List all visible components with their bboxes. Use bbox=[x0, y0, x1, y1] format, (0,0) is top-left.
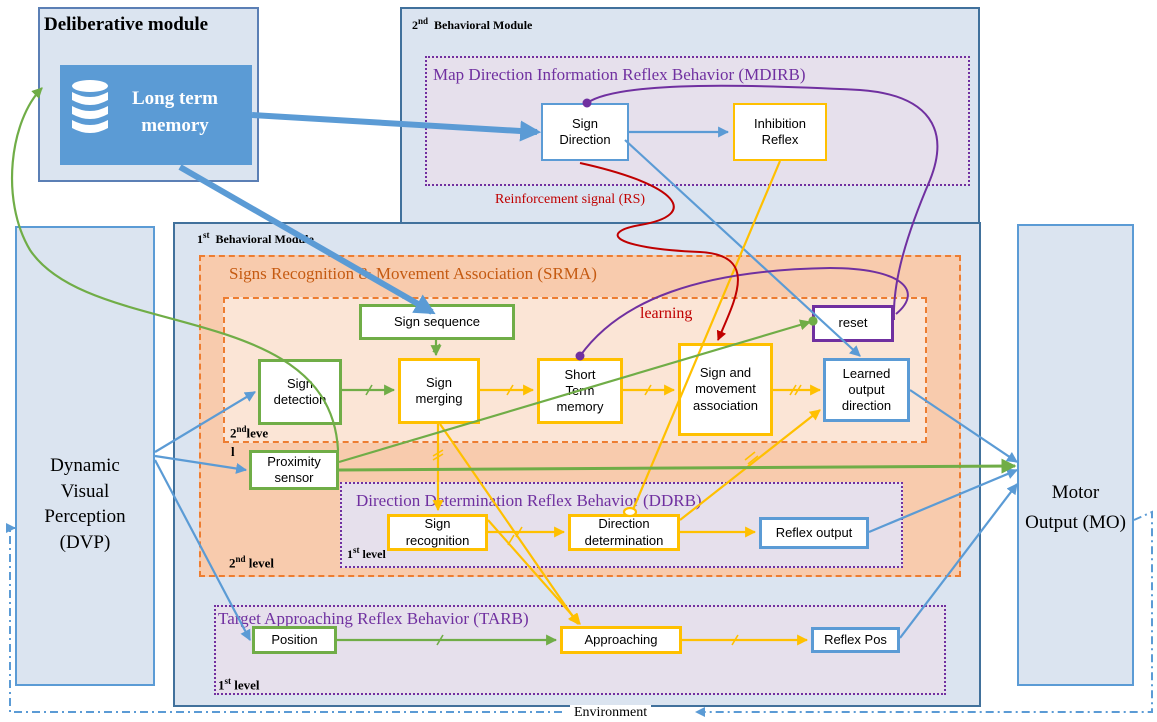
blue-links bbox=[154, 126, 1019, 641]
mdirb-group bbox=[425, 56, 970, 186]
learning-label: learning bbox=[640, 305, 693, 322]
dvp-label: Dynamic Visual Perception (DVP) bbox=[44, 455, 126, 553]
long-term-memory-label: Long term memory bbox=[131, 88, 218, 136]
reflex-pos-node: Reflex Pos bbox=[811, 627, 900, 653]
green-links bbox=[10, 87, 1017, 646]
reinforcement-link bbox=[579, 162, 739, 341]
memory-links bbox=[178, 112, 542, 315]
level-label-2nd-inner-l: l bbox=[231, 444, 235, 459]
sign-movement-association-node: Sign and movement association bbox=[678, 343, 773, 436]
learned-output-direction-node: Learned output direction bbox=[823, 358, 910, 422]
srma-title: Signs Recognition & Movement Association… bbox=[229, 264, 597, 283]
level-label-1st-ddrb: 1st level bbox=[347, 545, 386, 561]
reinforcement-signal-label: Reinforcement signal (RS) bbox=[495, 192, 646, 207]
mdirb-title: Map Direction Information Reflex Behavio… bbox=[433, 65, 806, 84]
inhibition-reflex-node: Inhibition Reflex bbox=[733, 103, 827, 161]
reflex-output-node: Reflex output bbox=[759, 517, 869, 549]
level-label-2nd-inner: 2ndleve bbox=[230, 424, 269, 441]
position-node: Position bbox=[252, 626, 337, 654]
mo-block bbox=[1017, 224, 1134, 686]
database-icon bbox=[72, 80, 108, 133]
sign-merging-node: Sign merging bbox=[398, 358, 480, 424]
environment-label: Environment bbox=[570, 705, 652, 721]
deliberative-module-title: Deliberative module bbox=[44, 14, 209, 35]
proximity-sensor-node: Proximity sensor bbox=[249, 450, 339, 490]
sign-sequence-node: Sign sequence bbox=[359, 304, 515, 340]
mo-label: Motor Output (MO) bbox=[1025, 482, 1126, 534]
direction-determination-node: Direction determination bbox=[568, 514, 680, 551]
approaching-node: Approaching bbox=[560, 626, 682, 654]
sign-recognition-node: Sign recognition bbox=[387, 514, 488, 551]
sign-direction-node: Sign Direction bbox=[541, 103, 629, 161]
behavioral-module-2-title: 2nd Behavioral Module bbox=[412, 16, 533, 32]
yellow-links bbox=[432, 160, 822, 646]
environment-feedback bbox=[6, 510, 1153, 717]
behavioral-module-1-title: 1st Behavioral Module bbox=[197, 230, 314, 246]
dvp-block bbox=[15, 226, 155, 686]
tarb-title: Target Approaching Reflex Behavior (TARB… bbox=[218, 609, 529, 628]
level-label-2nd-outer: 2nd level bbox=[229, 554, 275, 571]
purple-links bbox=[575, 84, 939, 361]
level-label-1st-tarb: 1st level bbox=[218, 676, 260, 693]
flow-ticks bbox=[365, 343, 802, 646]
